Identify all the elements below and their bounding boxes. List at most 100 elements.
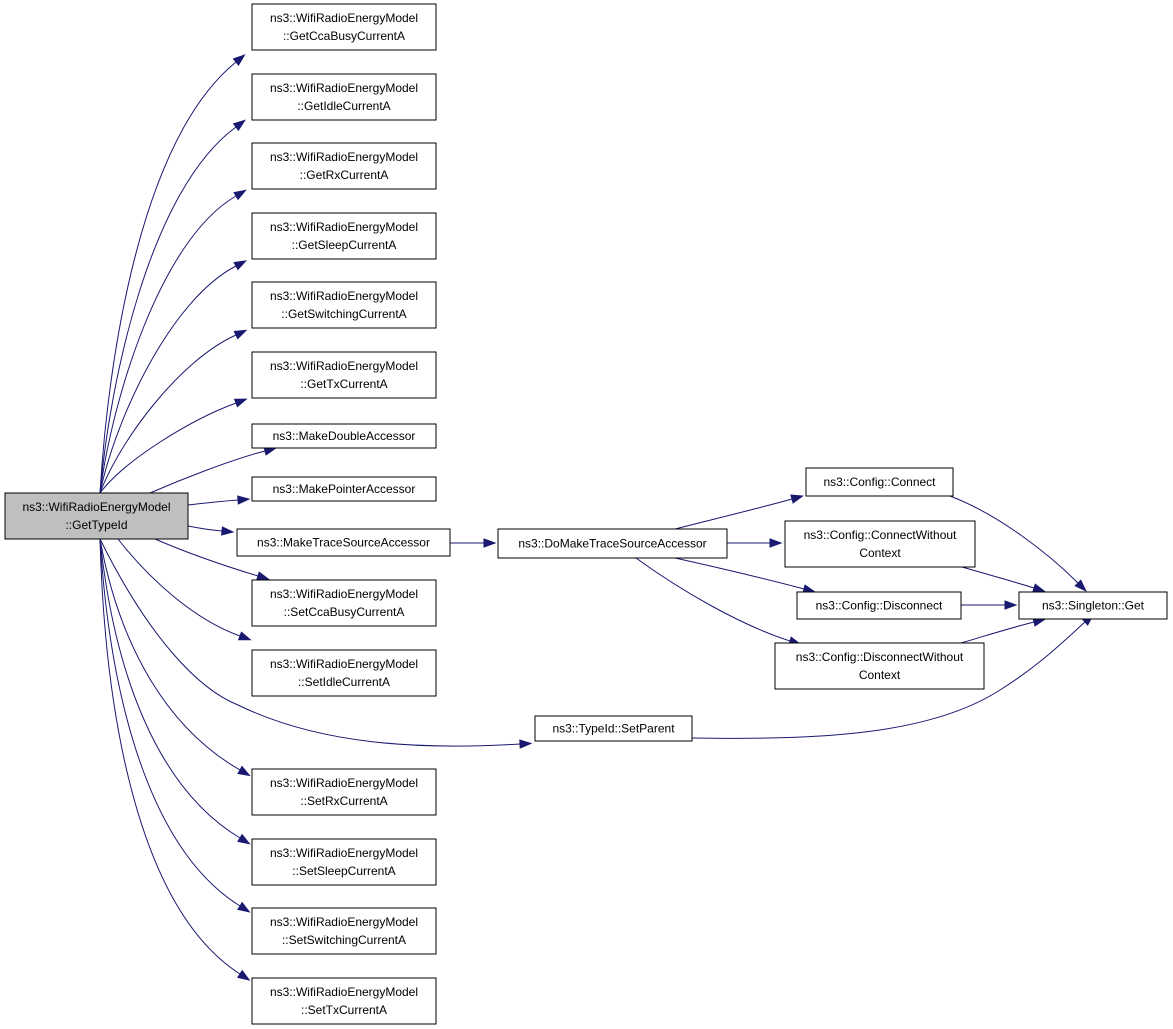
arrowhead [232, 119, 246, 132]
node-singletonGet[interactable]: ns3::Singleton::Get [1018, 591, 1168, 620]
node-box [251, 3, 437, 51]
node-box [251, 977, 437, 1025]
node-getTx[interactable]: ns3::WifiRadioEnergyModel::GetTxCurrentA [251, 351, 437, 399]
arrowhead [519, 739, 533, 749]
node-label-line: ::GetIdleCurrentA [297, 99, 390, 113]
node-box [251, 579, 437, 627]
edge-line [635, 557, 791, 642]
edge-line [99, 126, 237, 494]
node-box [534, 715, 693, 742]
node-box [796, 591, 962, 620]
edge-line [691, 621, 1086, 739]
node-getCcaBusy[interactable]: ns3::WifiRadioEnergyModel::GetCcaBusyCur… [251, 3, 437, 51]
node-box [251, 476, 437, 502]
nodes-layer: ns3::WifiRadioEnergyModel::GetTypeIdns3:… [4, 3, 1168, 1025]
edge-line [674, 557, 805, 590]
node-getSwitching[interactable]: ns3::WifiRadioEnergyModel::GetSwitchingC… [251, 281, 437, 329]
node-label-line: ::GetCcaBusyCurrentA [283, 29, 405, 43]
edge-line [99, 538, 241, 771]
node-box [251, 423, 437, 449]
edge-line [99, 265, 237, 494]
edge-connect-singletonGet [949, 495, 1087, 592]
node-disconnect[interactable]: ns3::Config::Disconnect [796, 591, 962, 620]
node-label-line: ns3::Singleton::Get [1042, 599, 1145, 613]
node-setSwitching[interactable]: ns3::WifiRadioEnergyModel::SetSwitchingC… [251, 907, 437, 955]
node-setParent[interactable]: ns3::TypeId::SetParent [534, 715, 693, 742]
edge-line [187, 525, 223, 532]
node-label-line: ::SetIdleCurrentA [298, 675, 390, 689]
edge-line [961, 566, 1035, 589]
edge-line [960, 621, 1035, 644]
arrowhead [237, 765, 251, 777]
edge-line [149, 450, 266, 494]
node-label-line: Context [859, 668, 901, 682]
node-label-line: ns3::MakeDoubleAccessor [273, 429, 416, 443]
edge-root-getTx [99, 398, 248, 494]
node-label-line: ::GetSwitchingCurrentA [281, 307, 406, 321]
node-label-line: ns3::TypeId::SetParent [552, 722, 675, 736]
edge-connectWithout-singletonGet [961, 566, 1046, 593]
node-label-line: ns3::DoMakeTraceSourceAccessor [518, 537, 706, 551]
edge-root-setCcaBusy [154, 538, 270, 581]
node-label-line: ::SetTxCurrentA [301, 1003, 387, 1017]
node-setRx[interactable]: ns3::WifiRadioEnergyModel::SetRxCurrentA [251, 768, 437, 816]
node-box [251, 142, 437, 190]
node-label-line: ns3::WifiRadioEnergyModel [270, 846, 418, 860]
node-connect[interactable]: ns3::Config::Connect [805, 467, 954, 497]
node-setIdle[interactable]: ns3::WifiRadioEnergyModel::SetIdleCurren… [251, 649, 437, 697]
node-setSleep[interactable]: ns3::WifiRadioEnergyModel::SetSleepCurre… [251, 838, 437, 886]
node-label-line: ::SetSwitchingCurrentA [282, 933, 406, 947]
node-makeDouble[interactable]: ns3::MakeDoubleAccessor [251, 423, 437, 449]
arrowhead [237, 631, 252, 641]
node-label-line: ns3::WifiRadioEnergyModel [270, 915, 418, 929]
node-label-line: ::GetTxCurrentA [300, 377, 387, 391]
node-setTx[interactable]: ns3::WifiRadioEnergyModel::SetTxCurrentA [251, 977, 437, 1025]
node-label-line: ::GetSleepCurrentA [292, 238, 397, 252]
node-doMakeTrace[interactable]: ns3::DoMakeTraceSourceAccessor [497, 528, 728, 559]
edge-line [99, 61, 237, 494]
edge-line [99, 538, 241, 975]
edge-root-getCcaBusy [99, 54, 246, 494]
node-getRx[interactable]: ns3::WifiRadioEnergyModel::GetRxCurrentA [251, 142, 437, 190]
node-label-line: ns3::Config::Connect [823, 475, 936, 489]
edge-doMakeTrace-connect [674, 494, 804, 530]
node-box [251, 907, 437, 955]
edge-line [99, 195, 237, 494]
edge-root-setParent [99, 538, 533, 749]
node-label-line: ns3::MakePointerAccessor [273, 482, 416, 496]
edge-makeTrace-doMakeTrace [449, 538, 497, 548]
node-label-line: ns3::WifiRadioEnergyModel [270, 81, 418, 95]
edge-doMakeTrace-disconnectWithout [635, 557, 802, 646]
edge-line [187, 499, 239, 506]
node-label-line: ns3::WifiRadioEnergyModel [270, 985, 418, 999]
node-makeTrace[interactable]: ns3::MakeTraceSourceAccessor [236, 528, 451, 557]
arrowhead [233, 398, 248, 408]
node-setCcaBusy[interactable]: ns3::WifiRadioEnergyModel::SetCcaBusyCur… [251, 579, 437, 627]
edge-line [99, 538, 241, 839]
node-label-line: ns3::Config::DisconnectWithout [796, 650, 964, 664]
arrowhead [233, 189, 247, 201]
edge-doMakeTrace-connectWithout [726, 538, 783, 548]
node-getIdle[interactable]: ns3::WifiRadioEnergyModel::GetIdleCurren… [251, 73, 437, 121]
edge-disconnectWithout-singletonGet [960, 617, 1047, 644]
node-getSleep[interactable]: ns3::WifiRadioEnergyModel::GetSleepCurre… [251, 212, 437, 260]
arrowhead [256, 571, 270, 581]
node-label-line: ns3::WifiRadioEnergyModel [270, 289, 418, 303]
edge-line [99, 538, 521, 747]
node-label-line: ns3::WifiRadioEnergyModel [270, 587, 418, 601]
arrowhead [236, 969, 251, 981]
edge-root-setTx [99, 538, 251, 981]
node-box [251, 838, 437, 886]
node-root[interactable]: ns3::WifiRadioEnergyModel::GetTypeId [4, 492, 189, 540]
node-makePointer[interactable]: ns3::MakePointerAccessor [251, 476, 437, 502]
edges-layer [99, 54, 1095, 981]
edge-line [674, 498, 793, 530]
arrowhead [233, 260, 247, 271]
node-label-line: ns3::WifiRadioEnergyModel [270, 220, 418, 234]
node-box [251, 281, 437, 329]
edge-root-setIdle [117, 538, 252, 641]
node-box [497, 528, 728, 559]
